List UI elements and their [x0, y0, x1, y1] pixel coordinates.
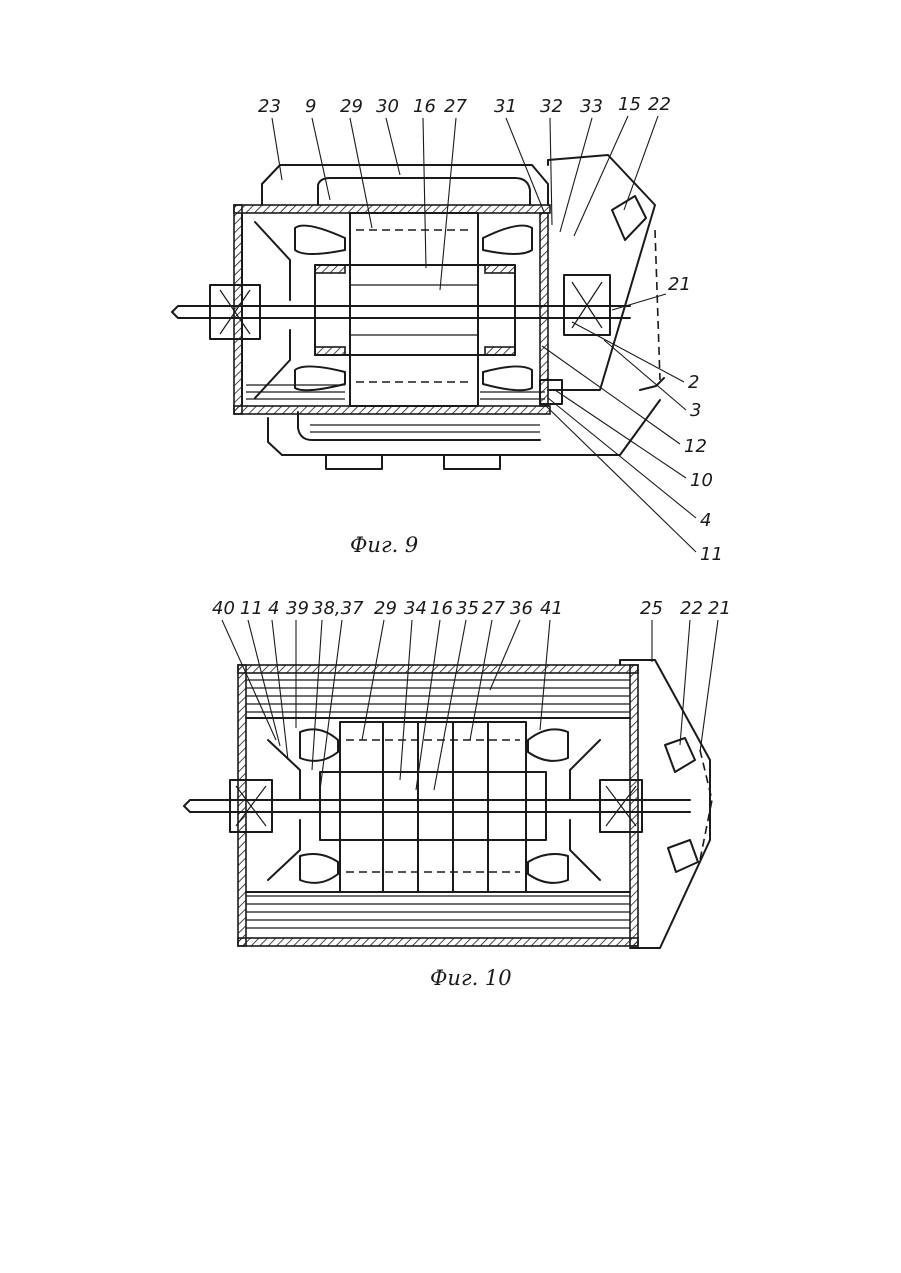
- label-27: 27: [482, 598, 505, 619]
- figure-9-drawing: [172, 155, 664, 469]
- label-16: 16: [430, 598, 453, 619]
- label-11: 11: [240, 598, 263, 619]
- label-36: 36: [510, 598, 533, 619]
- label-40: 40: [212, 598, 235, 619]
- label-41: 41: [540, 598, 563, 619]
- label-29: 29: [340, 96, 363, 117]
- label-21: 21: [708, 598, 731, 619]
- label-22: 22: [648, 94, 671, 115]
- stator-segments: [340, 722, 526, 892]
- label-29: 29: [374, 598, 397, 619]
- figure-9-caption: Фиг. 9: [350, 533, 418, 557]
- label-38-37: 38,37: [312, 598, 364, 619]
- label-30: 30: [376, 96, 399, 117]
- label-4: 4: [700, 510, 711, 531]
- label-16: 16: [413, 96, 436, 117]
- label-4: 4: [268, 598, 279, 619]
- label-32: 32: [540, 96, 563, 117]
- label-25: 25: [640, 598, 663, 619]
- label-21: 21: [668, 274, 691, 295]
- label-33: 33: [580, 96, 603, 117]
- label-31: 31: [494, 96, 517, 117]
- label-10: 10: [690, 470, 713, 491]
- figure-10-caption: Фиг. 10: [430, 966, 512, 990]
- label-22: 22: [680, 598, 703, 619]
- figure-10-labels: 40 11 4 39 38,37 29 34 16 35 27 36 41 25…: [212, 598, 731, 990]
- label-27: 27: [444, 96, 467, 117]
- label-35: 35: [456, 598, 479, 619]
- label-34: 34: [404, 598, 427, 619]
- label-15: 15: [618, 94, 641, 115]
- label-23: 23: [258, 96, 281, 117]
- label-2: 2: [688, 372, 699, 393]
- label-11: 11: [700, 544, 723, 565]
- label-39: 39: [286, 598, 309, 619]
- figure-10-drawing: [184, 660, 712, 948]
- label-12: 12: [684, 436, 707, 457]
- label-9: 9: [305, 96, 316, 117]
- label-3: 3: [690, 400, 701, 421]
